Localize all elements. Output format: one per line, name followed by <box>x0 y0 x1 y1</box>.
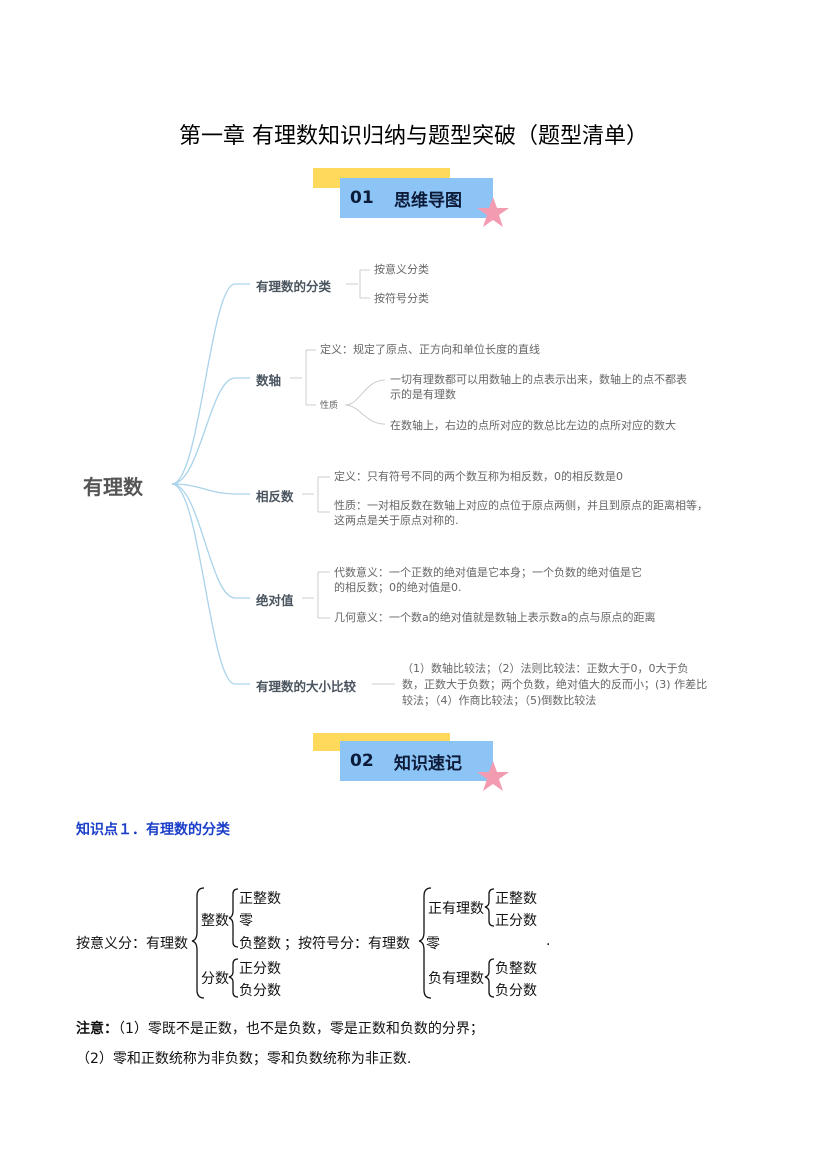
mindmap-root: 有理数 <box>83 475 143 499</box>
section-label: 思维导图 <box>394 190 462 211</box>
page-title: 第一章 有理数知识归纳与题型突破（题型清单） <box>179 124 648 149</box>
by-meaning-label: 按意义分：有理数 <box>76 936 188 952</box>
star-icon <box>477 761 509 791</box>
pos-rational-label: 正有理数 <box>428 901 484 917</box>
leaf: 这两点是关于原点对称的. <box>334 514 459 527</box>
note-text: （1）零既不是正数，也不是负数，零是正数和负数的分界； <box>118 1021 484 1037</box>
leaf: （1）数轴比较法；（2）法则比较法：正数大于0，0大于负 <box>402 662 689 675</box>
class-item: 正分数 <box>495 913 537 929</box>
note-line-1: 注意：（1）零既不是正数，也不是负数，零是正数和负数的分界； <box>76 1018 484 1038</box>
banner-box: 02 知识速记 <box>340 741 493 781</box>
leaf: 性质 <box>320 401 339 411</box>
leaf: 定义：规定了原点、正方向和单位长度的直线 <box>320 343 540 356</box>
integers-label: 整数 <box>201 913 229 929</box>
fractions-label: 分数 <box>201 971 229 987</box>
leaf: 较法；（4）作商比较法；（5)倒数比较法 <box>402 694 597 707</box>
end-period: . <box>546 933 551 949</box>
class-item: 负整数 <box>239 936 281 952</box>
class-item: 负分数 <box>495 983 537 999</box>
by-sign-label: ；按符号分：有理数 <box>284 936 410 952</box>
note-line-2: （2）零和正数统称为非负数；零和负数统称为非正数. <box>76 1051 412 1067</box>
leaf: 按意义分类 <box>374 263 429 276</box>
class-item: 正分数 <box>239 961 281 977</box>
mindmap-connectors <box>171 269 395 685</box>
leaf: 示的是有理数 <box>390 388 456 401</box>
leaf: 一切有理数都可以用数轴上的点表示出来，数轴上的点不都表 <box>390 373 687 386</box>
section-number: 02 <box>350 751 374 771</box>
leaf: 的相反数；0的绝对值是0. <box>334 581 462 594</box>
class-item: 零 <box>239 913 253 929</box>
leaf: 代数意义：一个正数的绝对值是它本身；一个负数的绝对值是它 <box>334 566 642 579</box>
class-item: 负整数 <box>495 961 537 977</box>
neg-rational-label: 负有理数 <box>428 971 484 987</box>
class-item: 负分数 <box>239 983 281 999</box>
branch-comparison: 有理数的大小比较 <box>256 679 357 694</box>
knowledge-point-heading: 知识点１．有理数的分类 <box>76 822 230 838</box>
leaf: 定义：只有符号不同的两个数互称为相反数，0的相反数是0 <box>334 470 623 483</box>
class-item: 正整数 <box>495 891 537 907</box>
branch-absolute-value: 绝对值 <box>256 593 294 608</box>
branch-classification: 有理数的分类 <box>256 279 332 294</box>
leaf: 在数轴上，右边的点所对应的数总比左边的点所对应的数大 <box>390 419 676 432</box>
note-label: 注意： <box>76 1021 118 1037</box>
section-number: 01 <box>350 188 374 208</box>
leaf: 几何意义：一个数a的绝对值就是数轴上表示数a的点与原点的距离 <box>334 611 656 624</box>
branch-opposite-numbers: 相反数 <box>256 489 294 504</box>
class-item: 正整数 <box>239 891 281 907</box>
leaf: 性质：一对相反数在数轴上对应的点位于原点两侧，并且到原点的距离相等， <box>334 499 708 512</box>
banner-box: 01 思维导图 <box>340 178 493 218</box>
branch-number-line: 数轴 <box>256 373 282 388</box>
leaf: 数，正数大于负数；两个负数，绝对值大的反而小；(3) 作差比 <box>402 678 708 691</box>
leaf: 按符号分类 <box>374 292 429 305</box>
section-label: 知识速记 <box>394 753 462 774</box>
zero-label: 零 <box>426 936 440 952</box>
star-icon <box>477 197 509 227</box>
